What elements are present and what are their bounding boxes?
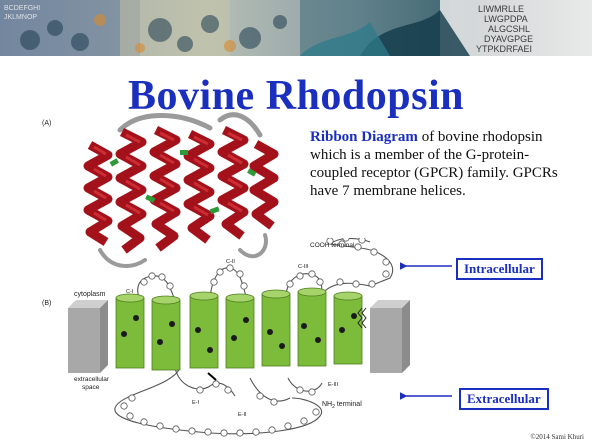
extracellular-space-label: extracellular [74, 376, 110, 383]
figure-b-label: (B) [42, 300, 51, 307]
loop-label-c2: C-II [226, 259, 235, 265]
copyright-notice: ©2014 Sami Khuri [530, 433, 584, 441]
banner-code-row: DYAVGPGE [484, 34, 533, 44]
banner-code-row: ALGCSHL [488, 24, 530, 34]
helix-cylinder [152, 296, 180, 370]
header-banner: LIWMRLLE LWGPDPA ALGCSHL DYAVGPGE YTPKDR… [0, 0, 592, 56]
callout-arrows [400, 255, 460, 405]
loop-label-e3: E-III [328, 382, 339, 388]
banner-left-code: JKLMNOP [4, 14, 37, 21]
membrane-block-left [68, 300, 108, 373]
loop-label-c3: C-III [298, 264, 309, 270]
loop-label-e1: E-I [192, 400, 200, 406]
extracellular-space-label: space [82, 384, 100, 391]
slide-description: Ribbon Diagram of bovine rhodopsin which… [310, 128, 572, 200]
loop-label-e2: E-II [238, 412, 247, 418]
helix-cylinder [226, 294, 254, 368]
helix-cylinder [262, 290, 290, 366]
cooh-terminal-label: COOH terminal [310, 242, 355, 249]
extracellular-callout: Extracellular [459, 388, 549, 410]
helix-cylinder [334, 292, 362, 364]
banner-code-row: LIWMRLLE [478, 4, 524, 14]
nh2-terminal-label: NH2 terminal [322, 401, 362, 410]
helix-cylinder [190, 292, 218, 368]
banner-left-code: BCDEFGHI [4, 5, 40, 12]
helix-cylinder [116, 294, 144, 368]
banner-code-row: YTPKDRFAEI [476, 44, 532, 54]
intracellular-callout: Intracellular [456, 258, 543, 280]
banner-graphic: LIWMRLLE LWGPDPA ALGCSHL DYAVGPGE YTPKDR… [0, 0, 592, 56]
description-highlight: Ribbon Diagram [310, 129, 418, 145]
loop-label-c1: C-I [126, 289, 134, 295]
cytoplasm-label: cytoplasm [74, 291, 106, 298]
figure-a-label: (A) [42, 120, 51, 127]
banner-code-row: LWGPDPA [484, 14, 528, 24]
